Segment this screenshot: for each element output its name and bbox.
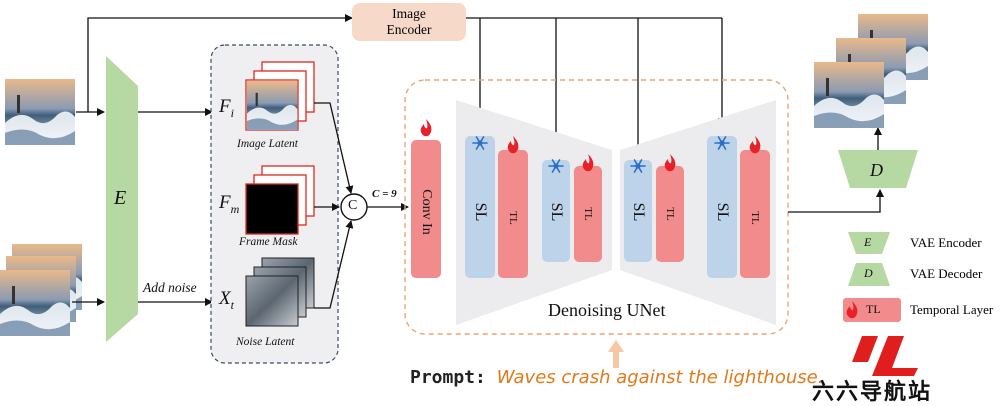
concat-label: C bbox=[348, 198, 358, 213]
channels-label: C = 9 bbox=[372, 188, 397, 200]
image-encoder-box: Image Encoder bbox=[352, 3, 466, 41]
unet-to-decoder-arrow bbox=[788, 189, 884, 213]
tl-label-2: TL bbox=[582, 207, 594, 221]
encoder-output-arrows bbox=[138, 108, 213, 306]
image-encoder-line2: Encoder bbox=[386, 22, 432, 37]
add-noise-label: Add noise bbox=[143, 280, 197, 295]
input-video-frames bbox=[0, 244, 82, 336]
prompt-key: Prompt: bbox=[410, 367, 486, 388]
image-encoder-routing bbox=[87, 14, 726, 156]
image-latent-stack bbox=[245, 61, 315, 131]
tl-label-4: TL bbox=[749, 211, 761, 225]
sl-label-2: SL bbox=[548, 202, 565, 222]
image-encoder-line1: Image bbox=[392, 6, 426, 21]
xt-symbol: Xt bbox=[219, 288, 234, 312]
vae-decoder-block bbox=[838, 150, 918, 188]
legend-encoder-text: VAE Encoder bbox=[910, 235, 982, 250]
legend-tl-swatch bbox=[843, 298, 901, 322]
decoder-label: D bbox=[870, 160, 883, 180]
brand-text: 六六导航站 bbox=[812, 380, 933, 405]
frame-mask-caption: Frame Mask bbox=[239, 236, 298, 248]
tl-label-1: TL bbox=[507, 211, 519, 225]
conv-in-block bbox=[411, 140, 441, 278]
noise-latent-caption: Noise Latent bbox=[236, 336, 295, 348]
legend-encoder-swatch bbox=[848, 232, 890, 254]
unet-layers bbox=[465, 136, 770, 278]
legend-tl-symbol: TL bbox=[866, 302, 881, 316]
brand-logo bbox=[852, 336, 918, 376]
prompt-line: Prompt: Waves crash against the lighthou… bbox=[410, 367, 823, 388]
legend-decoder-text: VAE Decoder bbox=[910, 266, 983, 281]
fm-symbol: Fm bbox=[219, 192, 240, 216]
prompt-value: Waves crash against the lighthouse. bbox=[496, 367, 824, 388]
image-latent-caption: Image Latent bbox=[237, 138, 299, 150]
unet-label: Denoising UNet bbox=[548, 300, 666, 320]
unet-dashed-box bbox=[404, 79, 789, 335]
conv-in-flame-icon bbox=[420, 119, 432, 137]
legend-decoder-swatch bbox=[848, 263, 890, 286]
output-video-frames bbox=[814, 14, 928, 128]
fi-symbol: Fi bbox=[219, 96, 234, 120]
frame-mask-stack bbox=[245, 165, 315, 235]
legend-tl-text: Temporal Layer bbox=[910, 302, 994, 317]
legend-encoder-symbol: E bbox=[864, 235, 872, 249]
conv-in-label: Conv In bbox=[419, 189, 434, 235]
input-image bbox=[5, 79, 75, 145]
encoder-label: E bbox=[114, 187, 127, 209]
legend-decoder-symbol: D bbox=[864, 266, 873, 280]
tl-label-3: TL bbox=[664, 207, 676, 221]
sl-label-3: SL bbox=[630, 202, 647, 222]
noise-latent-stack bbox=[245, 257, 315, 327]
sl-label-4: SL bbox=[714, 202, 731, 222]
latent-to-concat-arrows bbox=[314, 102, 354, 309]
prompt-up-arrow bbox=[608, 340, 624, 368]
vae-encoder-block bbox=[106, 56, 138, 342]
sl-label-1: SL bbox=[472, 202, 489, 222]
encoder-input-arrows bbox=[72, 108, 105, 306]
